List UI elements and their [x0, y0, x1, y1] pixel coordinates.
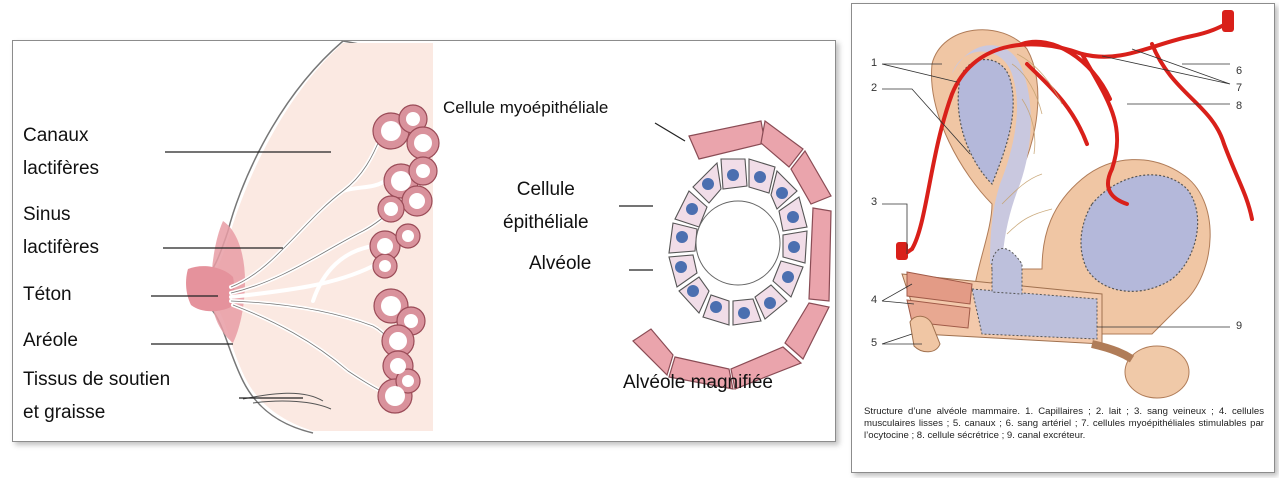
alveolus-structure-illustration [852, 4, 1274, 404]
number-label-9: 9 [1236, 320, 1242, 332]
label-tissus-soutien: Tissus de soutien et graisse [23, 363, 170, 429]
label-sinus-lactiferes: Sinus lactifères [23, 198, 99, 264]
magnified-alveolus [633, 121, 831, 389]
label-areole: Aréole [23, 324, 78, 357]
number-label-4: 4 [871, 294, 877, 306]
number-label-6: 6 [1236, 65, 1242, 77]
number-label-3: 3 [871, 196, 877, 208]
number-label-1: 1 [871, 57, 877, 69]
figure-caption: Structure d’une alvéole mammaire. 1. Cap… [864, 406, 1264, 442]
number-label-7: 7 [1236, 82, 1242, 94]
label-cellule-myoepitheliale: Cellule myoépithéliale [443, 95, 608, 121]
breast-anatomy-panel: Canaux lactifères Sinus lactifères Téton… [12, 40, 836, 442]
number-label-2: 2 [871, 82, 877, 94]
label-alveole: Alvéole [529, 247, 591, 280]
alveolus-structure-panel: 1 2 3 4 5 6 7 8 9 Structure d’une alvéol… [851, 3, 1275, 473]
number-label-8: 8 [1236, 100, 1242, 112]
number-label-5: 5 [871, 337, 877, 349]
label-alveole-magnifiee: Alvéole magnifiée [623, 366, 773, 399]
label-canaux-lactiferes: Canaux lactifères [23, 119, 99, 185]
label-cellule-epitheliale: Cellule épithéliale [503, 173, 589, 239]
label-teton: Téton [23, 278, 72, 311]
